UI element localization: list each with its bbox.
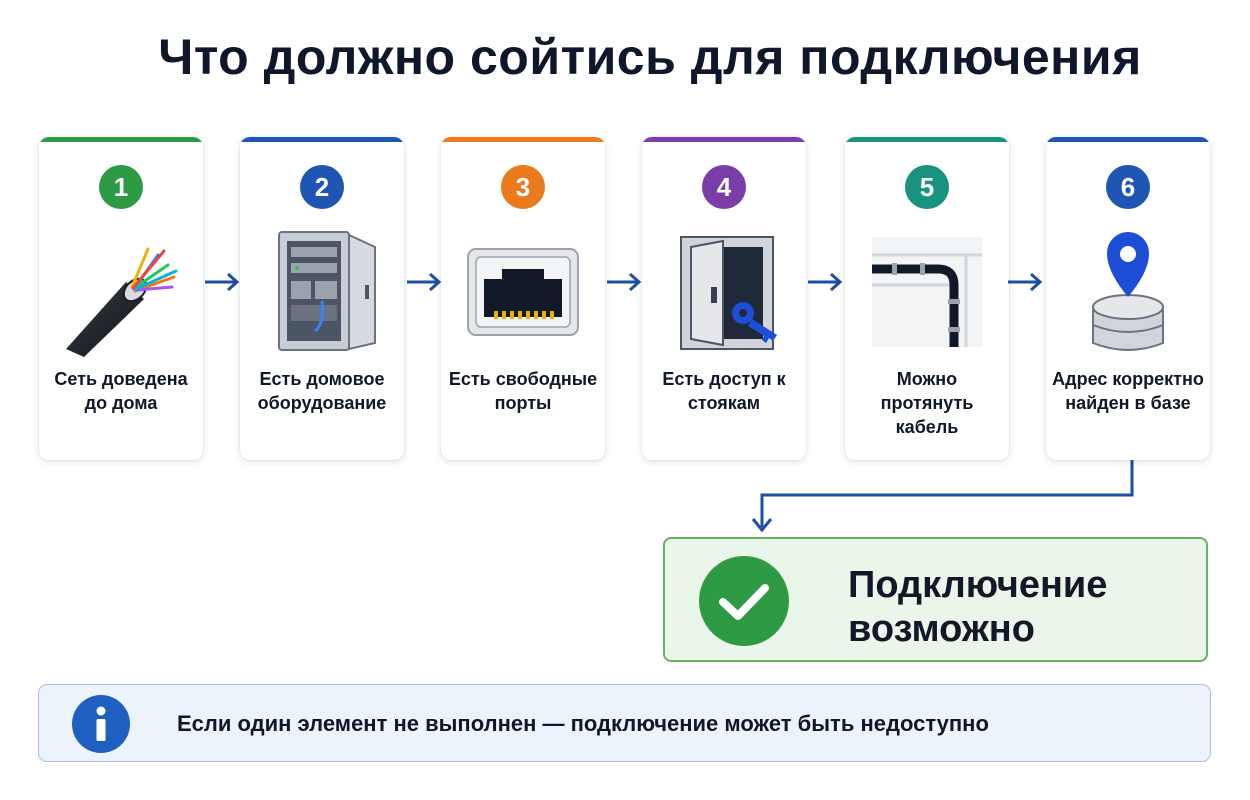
step-label: Есть свободные порты: [448, 369, 598, 413]
card-accent-bar: [642, 137, 806, 142]
flow-arrow-icon: [808, 272, 843, 292]
card-accent-bar: [240, 137, 404, 142]
flow-arrow-icon: [205, 272, 240, 292]
key-door-icon: [680, 236, 777, 350]
step-number-badge: 4: [702, 165, 746, 209]
card-accent-bar: [39, 137, 203, 142]
flow-arrow-icon: [607, 272, 642, 292]
check-circle-icon: [699, 556, 789, 646]
step-number-badge: 6: [1106, 165, 1150, 209]
step-card-4: 4 Есть доступ к стоякам: [642, 137, 806, 460]
result-box: Подключение возможно: [663, 537, 1208, 662]
info-icon: [72, 695, 130, 753]
ethernet-port-icon: [467, 248, 579, 336]
step-card-2: 2 Есть домовое оборудование: [240, 137, 404, 460]
pipe-icon: [872, 237, 982, 347]
card-accent-bar: [441, 137, 605, 142]
step-number-badge: 5: [905, 165, 949, 209]
result-connector-arrow: [751, 460, 1134, 533]
step-card-6: 6 Адрес корректно найден в базе: [1046, 137, 1210, 460]
step-card-1: 1 Сеть доведена до дома: [39, 137, 203, 460]
card-accent-bar: [1046, 137, 1210, 142]
step-number-badge: 1: [99, 165, 143, 209]
card-accent-bar: [845, 137, 1009, 142]
flow-arrow-icon: [1008, 272, 1043, 292]
step-label: Адрес корректно найден в базе: [1052, 369, 1204, 413]
result-text: Подключение возможно: [848, 564, 1108, 650]
step-label: Есть доступ к стоякам: [662, 369, 786, 413]
step-label: Есть домовое оборудование: [257, 369, 387, 413]
database-pin-icon: [1092, 232, 1164, 351]
step-number-badge: 3: [501, 165, 545, 209]
info-text: Если один элемент не выполнен — подключе…: [177, 711, 989, 736]
fiber-cable-icon: [66, 247, 178, 357]
step-label: Можно протянуть кабель: [880, 369, 974, 437]
step-number-badge: 2: [300, 165, 344, 209]
network-cabinet-icon: [278, 231, 376, 351]
step-card-3: 3 Есть свободные порты: [441, 137, 605, 460]
page-title: Что должно сойтись для подключения: [158, 29, 1142, 85]
info-note: Если один элемент не выполнен — подключе…: [38, 684, 1211, 762]
flow-arrow-icon: [407, 272, 442, 292]
step-card-5: 5 Можно протянуть кабель: [845, 137, 1009, 460]
step-label: Сеть доведена до дома: [54, 369, 188, 413]
